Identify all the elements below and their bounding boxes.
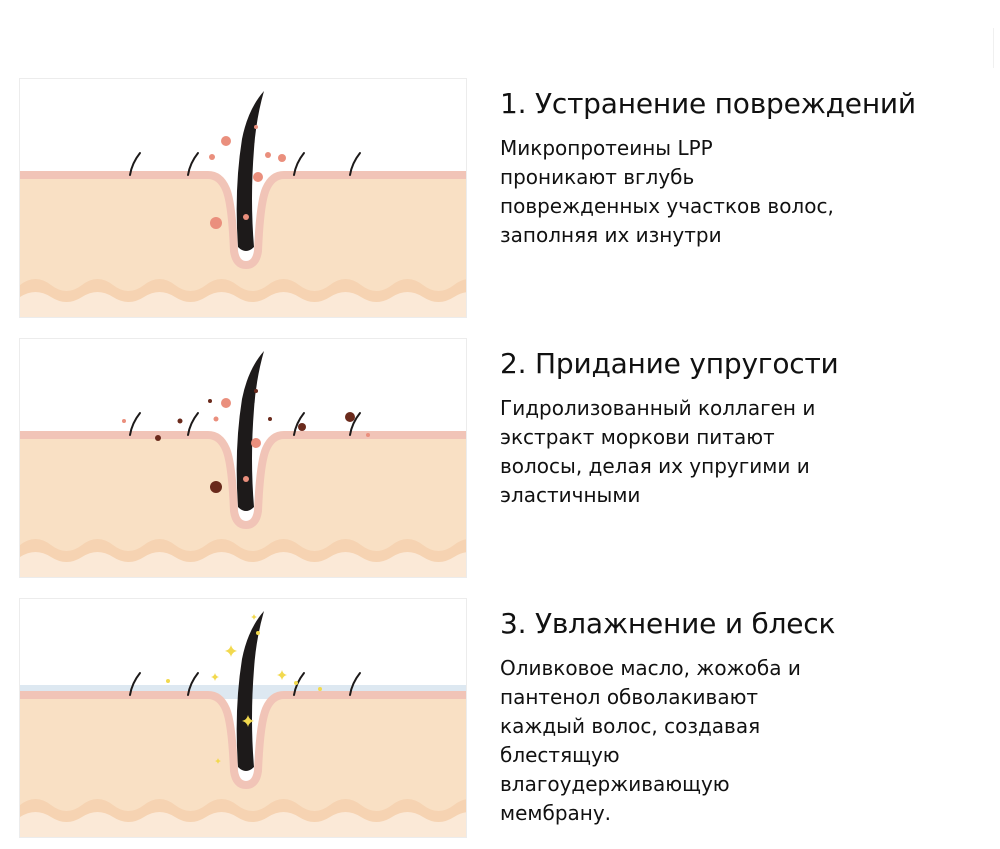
description-line: Оливковое масло, жожоба и bbox=[500, 656, 801, 680]
ingredient-dot bbox=[251, 438, 261, 448]
sparkle-dot bbox=[294, 681, 298, 685]
section-text: 1. Устранение повреждений Микропротеины … bbox=[500, 86, 970, 250]
sparkle-icon bbox=[225, 645, 237, 657]
skin-surface-line bbox=[20, 691, 466, 789]
illustration-moisture-shine bbox=[19, 598, 467, 838]
illustration-elasticity bbox=[19, 338, 467, 578]
description-line: Микропротеины LPP bbox=[500, 136, 713, 160]
section-description: Микропротеины LPP проникают вглубь повре… bbox=[500, 134, 970, 250]
small-hair bbox=[293, 152, 305, 176]
collagen-dot bbox=[155, 435, 161, 441]
ingredient-dot bbox=[254, 125, 258, 129]
illustration-damage-repair bbox=[19, 78, 467, 318]
small-hair bbox=[129, 672, 141, 696]
small-hair bbox=[187, 152, 199, 176]
section-description: Гидролизованный коллаген и экстракт морк… bbox=[500, 394, 970, 510]
description-line: блестящую bbox=[500, 743, 620, 767]
description-line: Гидролизованный коллаген и bbox=[500, 396, 816, 420]
sparkle-dot bbox=[256, 631, 260, 635]
sparkle-icon bbox=[277, 670, 287, 680]
section-damage-repair: 1. Устранение повреждений Микропротеины … bbox=[0, 78, 1000, 318]
hair-follicle-illustration bbox=[20, 599, 466, 837]
sparkle-icon bbox=[211, 673, 219, 681]
collagen-dot bbox=[298, 423, 306, 431]
collagen-dot bbox=[345, 412, 355, 422]
small-hair bbox=[187, 672, 199, 696]
sparkle-icon bbox=[251, 614, 257, 620]
description-line: заполняя их изнутри bbox=[500, 223, 722, 247]
skin-wave-light bbox=[20, 292, 466, 317]
ingredient-dot bbox=[243, 214, 249, 220]
hair-follicle-illustration bbox=[20, 339, 466, 577]
small-hair bbox=[293, 412, 305, 436]
section-description: Оливковое масло, жожоба и пантенол обвол… bbox=[500, 654, 970, 828]
description-line: каждый волос, создавая bbox=[500, 714, 761, 738]
section-text: 3. Увлажнение и блеск Оливковое масло, ж… bbox=[500, 606, 970, 828]
ingredient-dot bbox=[278, 154, 286, 162]
ingredient-dot bbox=[265, 152, 271, 158]
sparkle-icon bbox=[215, 758, 221, 764]
ingredient-dot bbox=[221, 136, 231, 146]
section-title: 1. Устранение повреждений bbox=[500, 87, 916, 120]
collagen-dot bbox=[208, 399, 212, 403]
sparkle-icon bbox=[242, 715, 254, 727]
ingredient-dot bbox=[210, 217, 222, 229]
section-text: 2. Придание упругости Гидролизованный ко… bbox=[500, 346, 970, 510]
hair-follicle-illustration bbox=[20, 79, 466, 317]
main-hair bbox=[236, 351, 264, 511]
small-hair bbox=[349, 672, 361, 696]
ingredient-dot bbox=[243, 476, 249, 482]
ingredient-dot bbox=[253, 172, 263, 182]
description-line: эластичными bbox=[500, 483, 641, 507]
small-hair bbox=[187, 412, 199, 436]
small-hair bbox=[129, 152, 141, 176]
skin-wave-light bbox=[20, 812, 466, 837]
main-hair bbox=[236, 91, 264, 251]
ingredient-dot bbox=[213, 416, 219, 422]
sparkle-dot bbox=[318, 687, 322, 691]
skin-surface-line bbox=[20, 431, 466, 529]
description-line: поврежденных участков волос, bbox=[500, 194, 834, 218]
collagen-dot bbox=[268, 417, 272, 421]
description-line: пантенол обволакивают bbox=[500, 685, 759, 709]
ingredient-dot bbox=[366, 433, 370, 437]
description-line: волосы, делая их упругими и bbox=[500, 454, 810, 478]
skin-wave-light bbox=[20, 552, 466, 577]
ingredient-dot bbox=[221, 398, 231, 408]
ingredient-dot bbox=[209, 154, 215, 160]
skin-surface-line bbox=[20, 171, 466, 269]
small-hair bbox=[129, 412, 141, 436]
main-hair bbox=[236, 611, 264, 771]
section-moisture-shine: 3. Увлажнение и блеск Оливковое масло, ж… bbox=[0, 598, 1000, 838]
description-line: проникают вглубь bbox=[500, 165, 695, 189]
section-title: 3. Увлажнение и блеск bbox=[500, 607, 836, 640]
ingredient-dot bbox=[122, 419, 126, 423]
sparkle-dot bbox=[166, 679, 170, 683]
description-line: мембрану. bbox=[500, 801, 612, 825]
collagen-dot bbox=[254, 389, 258, 393]
section-elasticity: 2. Придание упругости Гидролизованный ко… bbox=[0, 338, 1000, 578]
description-line: экстракт моркови питают bbox=[500, 425, 775, 449]
description-line: влагоудерживающую bbox=[500, 772, 730, 796]
collagen-dot bbox=[210, 481, 222, 493]
small-hair bbox=[349, 412, 361, 436]
collagen-dot bbox=[177, 418, 183, 424]
small-hair bbox=[349, 152, 361, 176]
edge-divider bbox=[993, 28, 994, 68]
section-title: 2. Придание упругости bbox=[500, 347, 839, 380]
